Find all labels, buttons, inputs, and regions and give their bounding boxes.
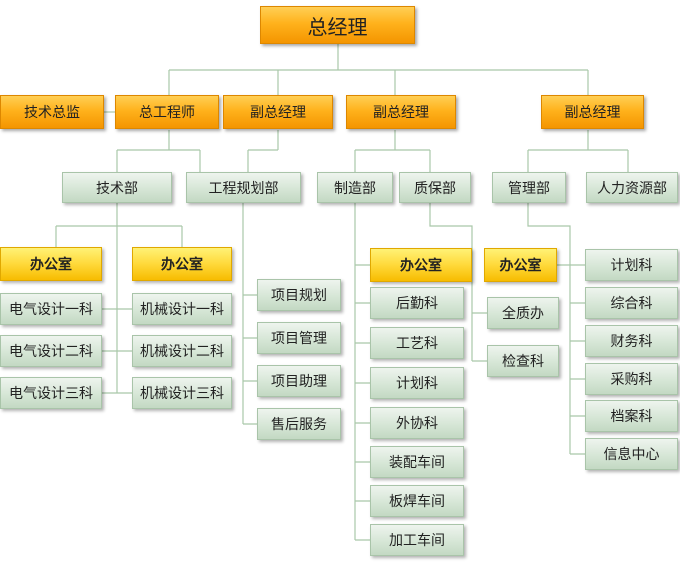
- office-label-1: 办公室: [30, 257, 72, 273]
- assembly-workshop-label: 装配车间: [389, 455, 445, 471]
- office-box-2: 办公室: [132, 247, 232, 281]
- qa-dept-box: 质保部: [399, 172, 471, 203]
- mech-design-1-label: 机械设计一科: [140, 302, 224, 318]
- elec-design-1-box: 电气设计一科: [0, 293, 102, 325]
- vp-box-3: 副总经理: [541, 95, 644, 129]
- mfg-planning-label: 计划科: [396, 376, 438, 392]
- welding-workshop-box: 板焊车间: [370, 485, 464, 517]
- chief-engineer-box: 总工程师: [115, 95, 219, 129]
- elec-design-2-box: 电气设计二科: [0, 335, 102, 367]
- mech-design-2-box: 机械设计二科: [132, 335, 232, 367]
- elec-design-2-label: 电气设计二科: [9, 344, 93, 360]
- project-management-box: 项目管理: [257, 322, 341, 354]
- archives-box: 档案科: [585, 400, 678, 432]
- vp-box-2: 副总经理: [346, 95, 456, 129]
- outsourcing-box: 外协科: [370, 407, 464, 439]
- chief-engineer-label: 总工程师: [139, 105, 195, 121]
- mfg-dept-box: 制造部: [317, 172, 393, 203]
- tech-director-box: 技术总监: [0, 95, 104, 129]
- project-planning-label: 项目规划: [271, 288, 327, 304]
- project-management-label: 项目管理: [271, 331, 327, 347]
- tech-dept-label: 技术部: [96, 180, 138, 197]
- mech-design-3-box: 机械设计三科: [132, 377, 232, 409]
- process-label: 工艺科: [396, 336, 438, 352]
- hr-dept-label: 人力资源部: [597, 180, 667, 197]
- mgmt-dept-box: 管理部: [492, 172, 566, 203]
- office-box-1: 办公室: [0, 247, 102, 281]
- info-center-box: 信息中心: [585, 438, 678, 470]
- logistics-box: 后勤科: [370, 287, 464, 319]
- elec-design-3-label: 电气设计三科: [9, 386, 93, 402]
- vp-label-3: 副总经理: [564, 105, 621, 121]
- archives-label: 档案科: [610, 409, 653, 425]
- qa-dept-label: 质保部: [414, 180, 456, 197]
- total-quality-office-label: 全质办: [502, 306, 544, 322]
- mgmt-planning-box: 计划科: [585, 249, 678, 281]
- inspection-box: 检查科: [487, 345, 559, 377]
- logistics-label: 后勤科: [396, 296, 438, 312]
- inspection-label: 检查科: [502, 354, 544, 370]
- mfg-dept-label: 制造部: [334, 180, 376, 197]
- mech-design-1-box: 机械设计一科: [132, 293, 232, 325]
- outsourcing-label: 外协科: [396, 416, 438, 432]
- mech-design-2-label: 机械设计二科: [140, 344, 224, 360]
- process-box: 工艺科: [370, 327, 464, 359]
- project-assistant-box: 项目助理: [257, 365, 341, 397]
- mgmt-planning-label: 计划科: [610, 258, 653, 274]
- mgmt-dept-label: 管理部: [508, 180, 550, 197]
- finance-box: 财务科: [585, 325, 678, 357]
- finance-label: 财务科: [610, 334, 653, 350]
- elec-design-3-box: 电气设计三科: [0, 377, 102, 409]
- office-label-3: 办公室: [400, 258, 442, 274]
- hr-dept-box: 人力资源部: [586, 172, 678, 203]
- welding-workshop-label: 板焊车间: [389, 494, 445, 510]
- mech-design-3-label: 机械设计三科: [140, 386, 224, 402]
- ceo-label: 总经理: [307, 14, 368, 39]
- after-sales-label: 售后服务: [271, 417, 327, 433]
- tech-director-label: 技术总监: [24, 105, 80, 121]
- vp-label-2: 副总经理: [373, 105, 429, 121]
- ceo-box: 总经理: [260, 6, 415, 44]
- office-label-4: 办公室: [499, 258, 542, 274]
- purchasing-box: 采购科: [585, 363, 678, 395]
- project-planning-box: 项目规划: [257, 279, 341, 311]
- tech-dept-box: 技术部: [62, 172, 172, 203]
- office-label-2: 办公室: [161, 257, 203, 273]
- elec-design-1-label: 电气设计一科: [9, 302, 93, 318]
- assembly-workshop-box: 装配车间: [370, 446, 464, 478]
- info-center-label: 信息中心: [603, 447, 660, 463]
- general-affairs-label: 综合科: [610, 296, 653, 312]
- office-box-3: 办公室: [370, 248, 472, 282]
- vp-label-1: 副总经理: [250, 105, 306, 121]
- vp-box-1: 副总经理: [223, 95, 333, 129]
- project-assistant-label: 项目助理: [271, 374, 327, 390]
- purchasing-label: 采购科: [610, 372, 653, 388]
- after-sales-box: 售后服务: [257, 408, 341, 440]
- total-quality-office-box: 全质办: [487, 297, 559, 329]
- eng-plan-dept-label: 工程规划部: [208, 180, 279, 197]
- machining-workshop-box: 加工车间: [370, 524, 464, 556]
- office-box-4: 办公室: [484, 248, 557, 282]
- machining-workshop-label: 加工车间: [389, 533, 445, 549]
- general-affairs-box: 综合科: [585, 287, 678, 319]
- mfg-planning-box: 计划科: [370, 367, 464, 399]
- eng-plan-dept-box: 工程规划部: [186, 172, 301, 203]
